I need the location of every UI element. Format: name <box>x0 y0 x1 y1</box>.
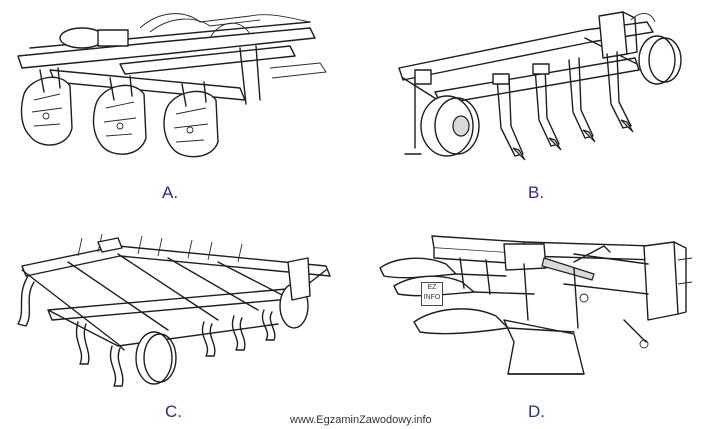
label-d: D. <box>528 402 545 421</box>
drawing-c-cultivator <box>8 226 338 394</box>
drawing-d-mounted-plough <box>374 224 696 384</box>
drawing-d-svg <box>379 235 693 375</box>
label-b: B. <box>528 183 545 202</box>
drawing-b-chisel-plough <box>385 8 695 168</box>
drawing-b-svg <box>398 11 682 161</box>
drawing-a-disc-plough <box>10 8 340 168</box>
drawing-a-svg <box>17 13 327 158</box>
watermark-text: www.EgzaminZawodowy.info <box>290 414 432 426</box>
label-c: C. <box>165 402 182 421</box>
drawing-c-svg <box>17 233 331 387</box>
label-a: A. <box>162 183 179 202</box>
